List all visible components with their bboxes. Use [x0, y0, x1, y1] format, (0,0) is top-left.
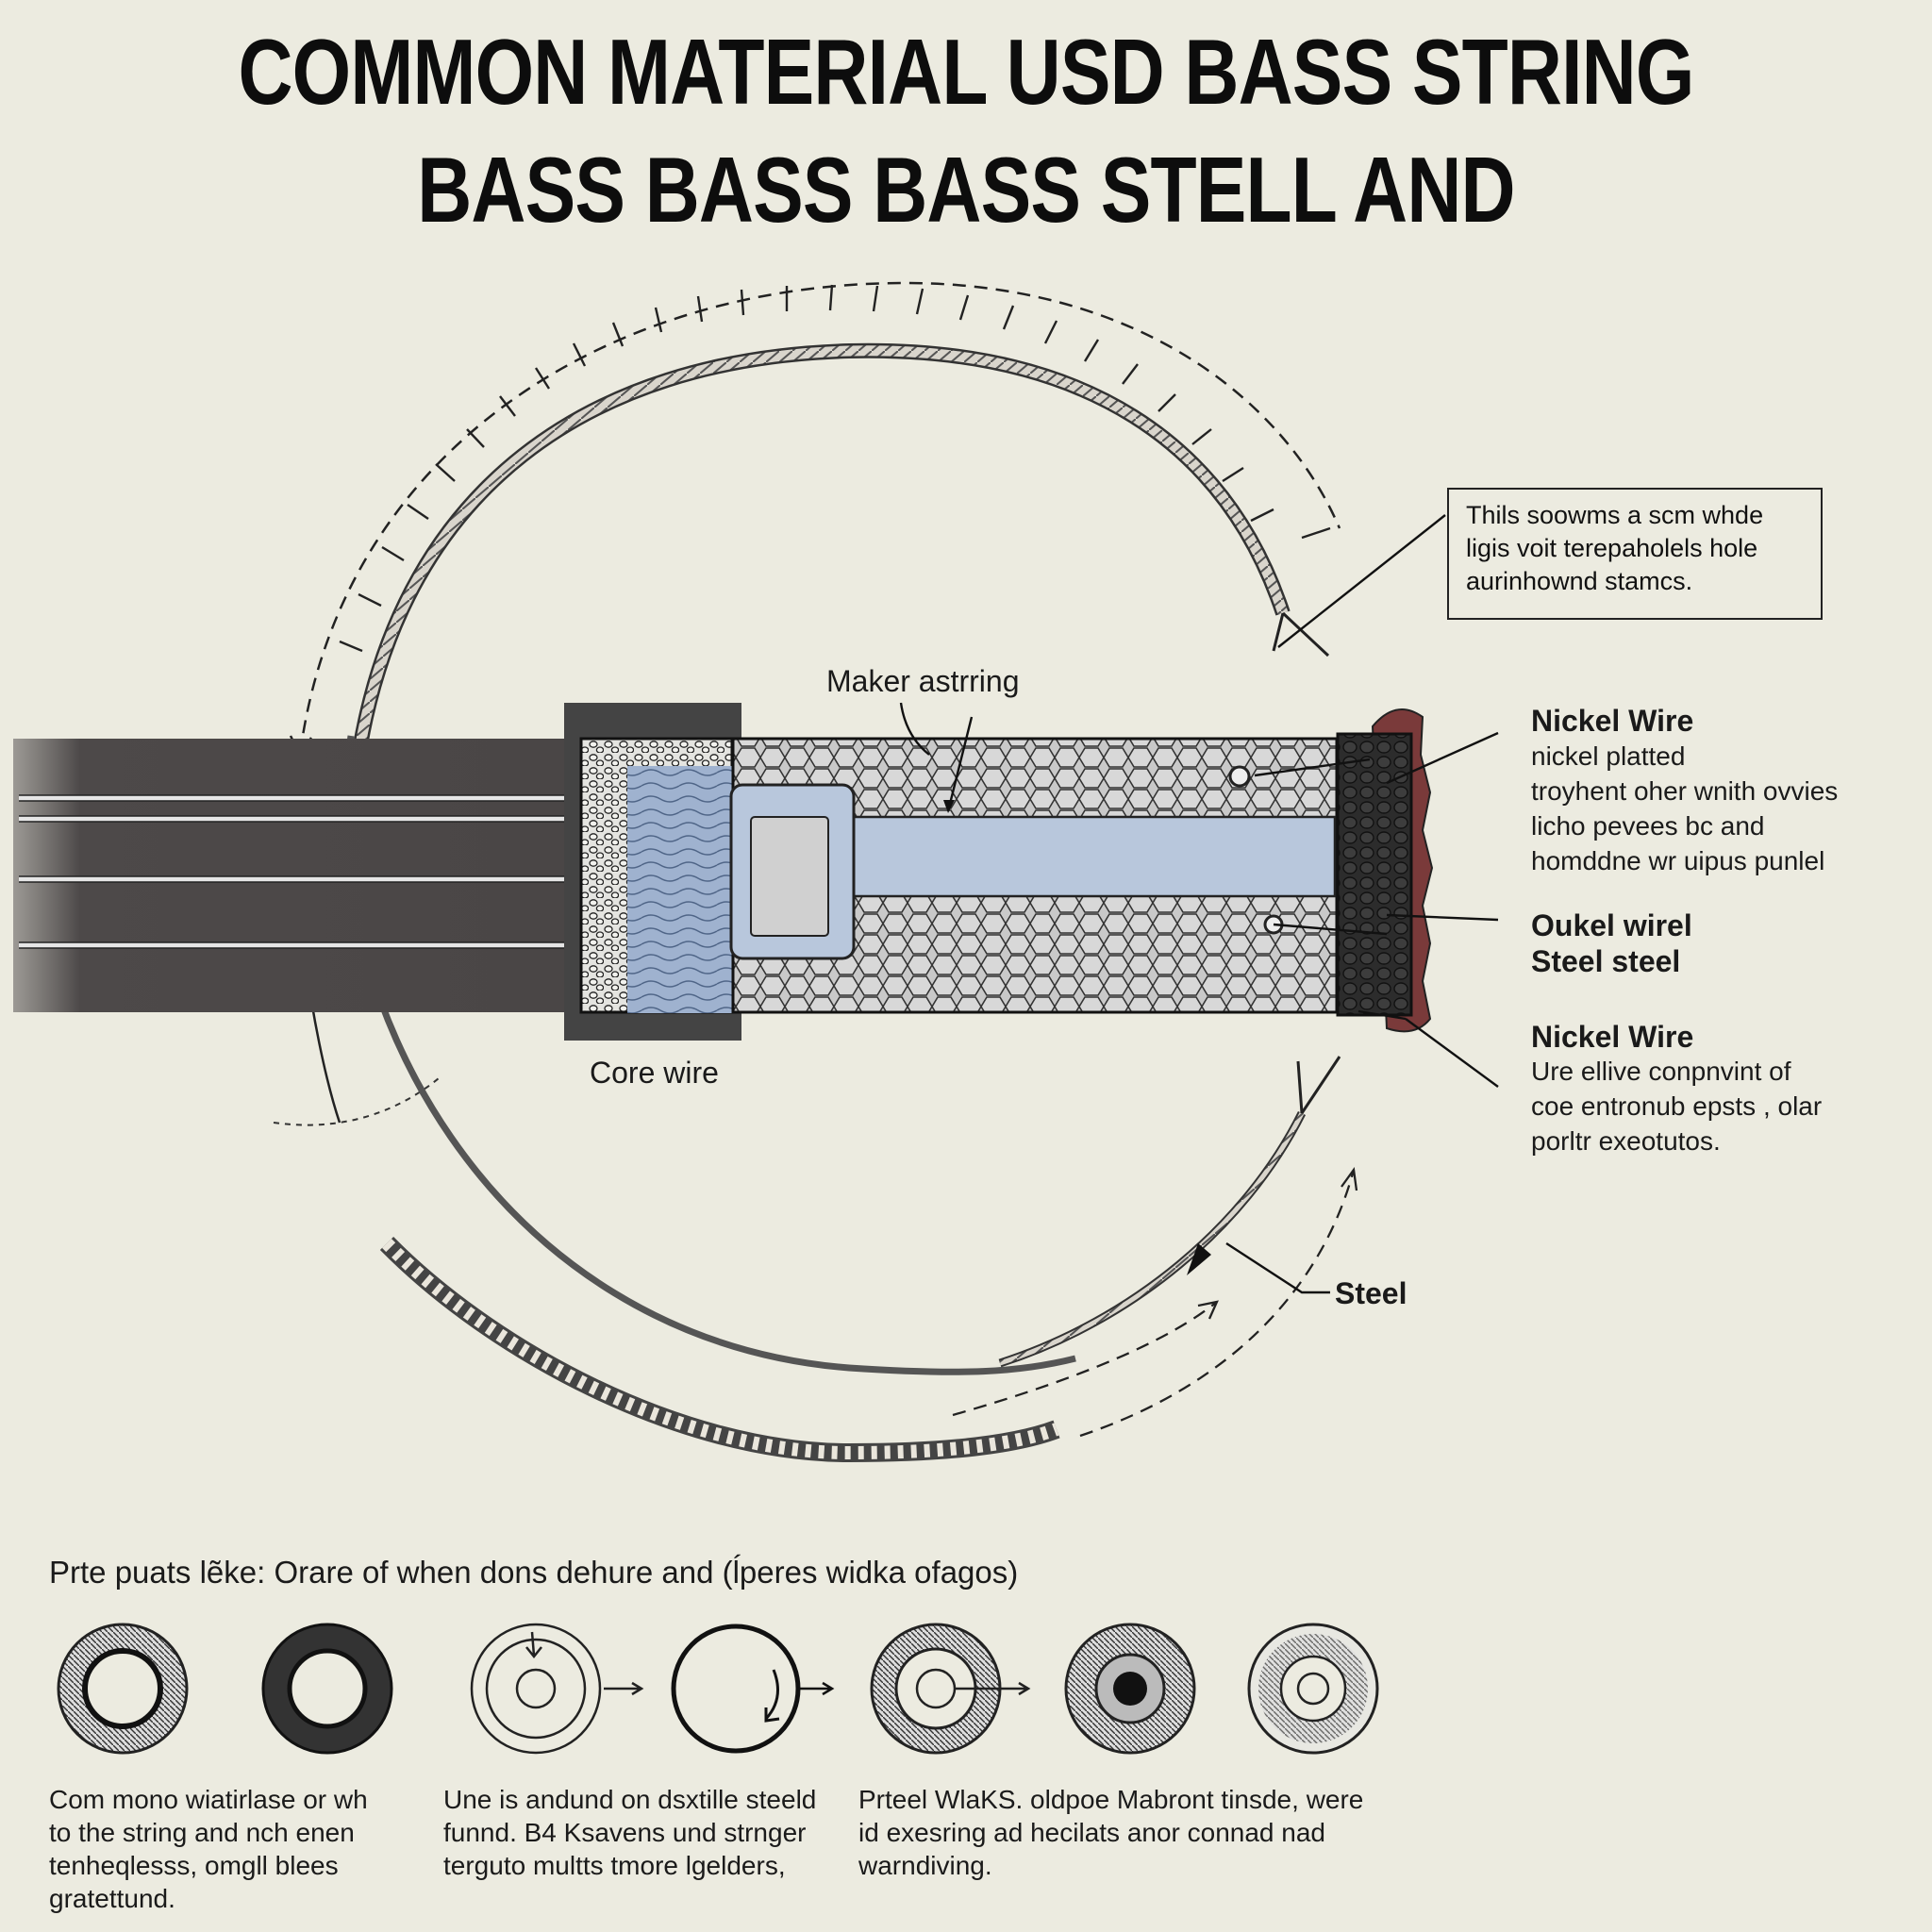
label-oukel-wire: Oukel wirel Steel steel: [1531, 908, 1692, 979]
desc-line: nickel platted: [1531, 741, 1686, 771]
caption-line: terguto multts tmore lgelders,: [443, 1851, 786, 1880]
dotted-lead: [273, 1077, 440, 1126]
cross-section-icon-4: [671, 1624, 835, 1754]
cross-section-icon-5: [870, 1623, 1031, 1755]
caption-3: Prteel WlaKS. oldpoe Mabront tinsde, wer…: [858, 1783, 1443, 1882]
desc-line: troyhent oher wnith ovvies: [1531, 776, 1839, 806]
cross-section-icon-2: [261, 1623, 393, 1755]
cross-section-icons-row: [57, 1623, 1379, 1755]
caption-line: id exesring ad hecilats anor connad nad: [858, 1818, 1326, 1847]
oukel-line-1: Oukel wirel: [1531, 908, 1692, 942]
title-line-2: BASS BASS BASS STELL AND: [417, 138, 1515, 242]
note-box: Thils soowms a scm whde ligis voit terep…: [1447, 488, 1823, 620]
desc-line: homddne wr uipus punlel: [1531, 846, 1825, 875]
caption-line: tenheqlesss, omgll blees: [49, 1851, 339, 1880]
steel-arrow: [1187, 1243, 1211, 1275]
caption-line: Com mono wiatirlase or wh: [49, 1785, 368, 1814]
braided-upper-arc: [353, 342, 1291, 747]
cross-section-icon-7: [1247, 1623, 1379, 1755]
end-cap-dark: [1336, 732, 1413, 1017]
label-maker-string: Maker astrring: [826, 664, 1020, 698]
caption-line: Une is andund on dsxtille steeld: [443, 1785, 817, 1814]
pin-upper: [1228, 765, 1251, 788]
desc-line: licho pevees bc and: [1531, 811, 1765, 841]
desc-line: porltr exeotutos.: [1531, 1126, 1721, 1156]
caption-2: Une is andund on dsxtille steeld funnd. …: [443, 1783, 858, 1882]
caption-line: to the string and nch enen: [49, 1818, 355, 1847]
note-line: ligis voit terepaholels hole: [1466, 534, 1758, 562]
arc-tick-marks: [339, 284, 1331, 653]
leader-lines: [899, 514, 1499, 1294]
label-nickel-wire-2: Nickel Wire: [1531, 1019, 1693, 1055]
steel-title: Steel: [1335, 1276, 1407, 1310]
oukel-line-2: Steel steel: [1531, 944, 1681, 978]
desc-line: coe entronub epsts , olar: [1531, 1091, 1823, 1121]
note-line: Thils soowms a scm whde: [1466, 501, 1764, 529]
label-steel: Steel: [1335, 1275, 1407, 1311]
caption-line: funnd. B4 Ksavens und strnger: [443, 1818, 807, 1847]
dashed-lower-arc-2: [952, 1301, 1218, 1417]
bottom-heading: Prte puats lẽke: Orare of when dons dehu…: [49, 1555, 1019, 1590]
label-nickel-wire-1: Nickel Wire: [1531, 703, 1693, 739]
nickel-wire-1-title: Nickel Wire: [1531, 704, 1694, 738]
caption-1: Com mono wiatirlase or wh to the string …: [49, 1783, 464, 1915]
caption-line: Prteel WlaKS. oldpoe Mabront tinsde, wer…: [858, 1785, 1364, 1814]
cross-section-icon-1: [57, 1623, 189, 1755]
lower-split-ends: [1296, 1056, 1341, 1114]
cross-section-icon-3: [470, 1623, 644, 1755]
nickel-wire-1-description: nickel platted troyhent oher wnith ovvie…: [1531, 739, 1838, 878]
caption-line: warndiving.: [858, 1851, 992, 1880]
caption-line: gratettund.: [49, 1884, 175, 1913]
nickel-wire-2-title: Nickel Wire: [1531, 1020, 1694, 1054]
nickel-wire-2-description: Ure ellive conpnvint of coe entronub eps…: [1531, 1054, 1822, 1158]
dashed-outer-arc: [298, 281, 1341, 756]
string-cross-section-diagram: [13, 281, 1499, 1463]
twisted-rope-arc: [379, 1236, 1060, 1463]
label-core-wire: Core wire: [590, 1056, 719, 1090]
thin-wires-outline: [19, 794, 670, 949]
lower-braided-arc: [998, 1110, 1307, 1368]
dark-string-body: [13, 739, 570, 1012]
title-line-1: COMMON MATERIAL USD BASS STRING: [238, 20, 1694, 124]
dashed-lower-arc-1: [1079, 1169, 1356, 1438]
desc-line: Ure ellive conpnvint of: [1531, 1057, 1791, 1086]
thin-wires: [19, 795, 670, 948]
wire-split-ends: [1272, 611, 1330, 658]
blue-wave-core: [627, 766, 733, 1013]
note-line: aurinhownd stamcs.: [1466, 567, 1693, 595]
cross-section-icon-6: [1064, 1623, 1196, 1755]
